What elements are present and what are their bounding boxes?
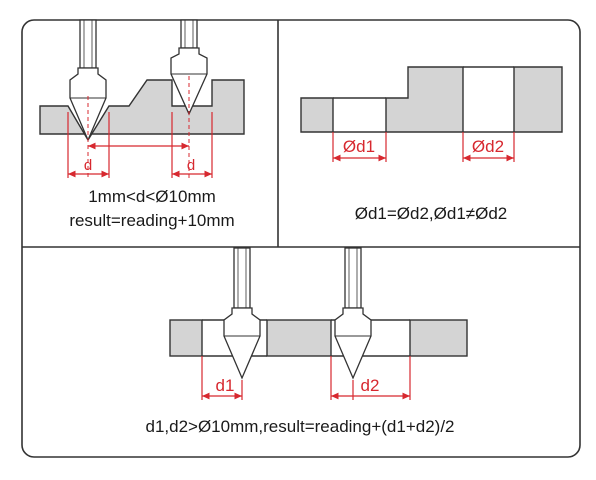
workpiece-bottom-right [409, 319, 468, 357]
stylus-right [170, 19, 208, 116]
workpiece-bottom-middle [266, 319, 332, 357]
dim-label-od1: Ød1 [343, 137, 375, 156]
caption-top-left-line1: 1mm<d<Ø10mm [88, 187, 216, 206]
workpiece-middle-block [385, 66, 464, 133]
panel-top-left: d d 1mm<d<Ø10mm result=reading+10mm [39, 19, 245, 230]
workpiece-bottom-left [169, 319, 203, 357]
dim-label-od2: Ød2 [472, 137, 504, 156]
stylus-bottom-right [334, 247, 372, 380]
dim-label-d2: d2 [361, 376, 380, 395]
panel-top-right: Ød1 Ød2 Ød1=Ød2,Ød1≠Ød2 [300, 66, 563, 223]
stylus-bottom-left [223, 247, 261, 380]
caption-top-right: Ød1=Ød2,Ød1≠Ød2 [355, 204, 508, 223]
caption-bottom: d1,d2>Ø10mm,result=reading+(d1+d2)/2 [145, 417, 454, 436]
workpiece-left-block [300, 97, 334, 133]
caption-top-left-line2: result=reading+10mm [69, 211, 234, 230]
outer-border [21, 19, 581, 458]
dim-label-d1: d1 [216, 376, 235, 395]
workpiece-right-block [513, 66, 563, 133]
dim-label-d-left: d [84, 157, 92, 174]
panel-bottom: d1 d2 d1,d2>Ø10mm,result=reading+(d1+d2)… [145, 247, 468, 436]
workpiece-top-left [39, 79, 245, 142]
dim-label-d-right: d [187, 157, 195, 174]
